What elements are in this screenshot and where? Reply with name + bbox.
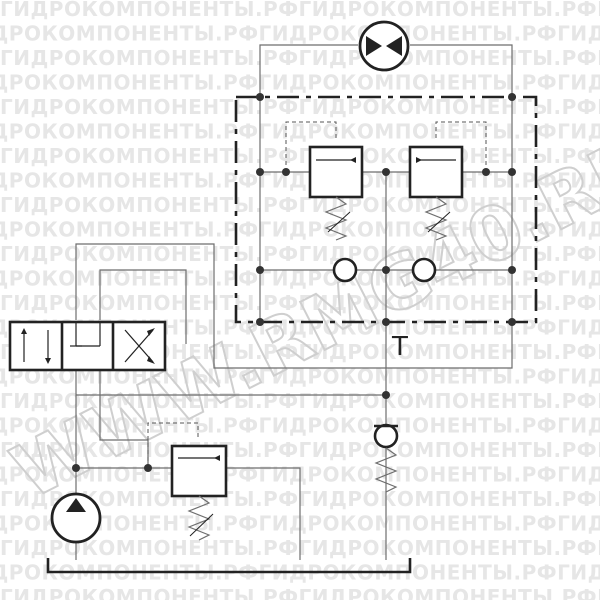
hydraulic-motor [358,20,410,72]
watermark-row: ГИДРОКОМПОНЕНТЫ.РФГИДРОКОМПОНЕНТЫ.РФГИДР… [0,46,600,70]
hydraulic-pump [50,492,102,544]
check-valve-right [411,257,437,283]
watermark-row: ГИДРОКОМПОНЕНТЫ.РФГИДРОКОМПОНЕНТЫ.РФГИДР… [0,242,600,266]
directional-valve [8,320,167,372]
hydraulic-lines [75,44,513,560]
relief-valve-right [408,121,487,241]
motor-line-a [259,44,358,97]
watermark-row: ГИДРОКОМПОНЕНТЫ.РФГИДРОКОМПОНЕНТЫ.РФГИДР… [0,95,600,119]
relief-valve-system [147,422,228,541]
watermark-row: ГИДРОКОМПОНЕНТЫ.РФГИДРОКОМПОНЕНТЫ.РФГИДР… [0,22,600,46]
watermark-row: ГИДРОКОМПОНЕНТЫ.РФГИДРОКОМПОНЕНТЫ.РФГИДР… [0,144,600,168]
junction-dots [72,93,516,472]
tank-port-label: T [391,332,408,362]
line-b-to-valve-inner [99,269,187,322]
check-valve-return [373,423,399,493]
check-valve-left [332,257,358,283]
watermark-row: ГИДРОКОМПОНЕНТЫ.РФГИДРОКОМПОНЕНТЫ.РФГИДР… [0,438,600,462]
relief-to-tank [226,467,301,560]
watermark-row: ГИДРОКОМПОНЕНТЫ.РФГИДРОКОМПОНЕНТЫ.РФГИДР… [0,120,600,144]
watermark-row: ГИДРОКОМПОНЕНТЫ.РФГИДРОКОМПОНЕНТЫ.РФГИДР… [0,71,600,95]
watermark-row: ГИДРОКОМПОНЕНТЫ.РФГИДРОКОМПОНЕНТЫ.РФГИДР… [0,0,600,21]
motor-line-b [410,44,513,97]
watermark-row: ГИДРОКОМПОНЕНТЫ.РФГИДРОКОМПОНЕНТЫ.РФГИДР… [0,193,600,217]
watermark-row: ГИДРОКОМПОНЕНТЫ.РФГИДРОКОМПОНЕНТЫ.РФГИДР… [0,218,600,242]
tank-symbol [46,558,412,574]
relief-valve-left [285,121,364,241]
watermark-row: ГИДРОКОМПОНЕНТЫ.РФГИДРОКОМПОНЕНТЫ.РФГИДР… [0,585,600,600]
line-a-to-valve [75,243,513,369]
